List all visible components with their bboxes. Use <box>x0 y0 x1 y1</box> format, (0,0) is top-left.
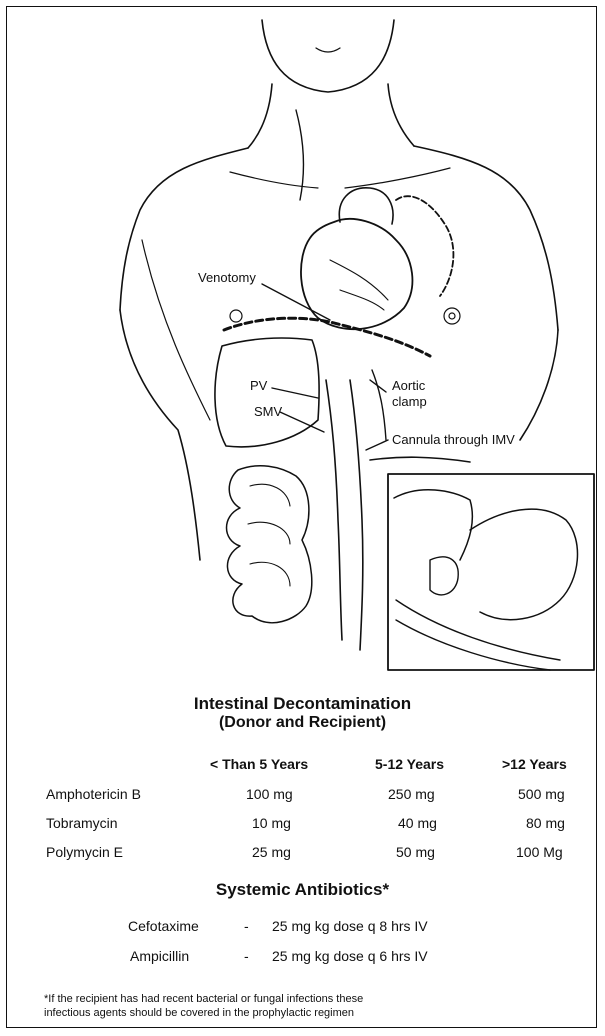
label-cannula: Cannula through IMV <box>392 432 515 447</box>
antibiotic-dash: - <box>244 948 249 964</box>
drug-name: Polymycin E <box>46 844 123 860</box>
antibiotic-name: Ampicillin <box>130 948 189 964</box>
torso-left <box>120 310 200 560</box>
torso-right <box>520 330 558 440</box>
clavicle-right <box>345 168 450 188</box>
label-clamp: clamp <box>392 394 427 409</box>
dose-under-5: 100 mg <box>246 786 293 802</box>
antibiotic-dose: 25 mg kg dose q 8 hrs IV <box>272 918 428 934</box>
col-5-12: 5-12 Years <box>375 756 444 772</box>
decontamination-title: Intestinal Decontamination <box>0 694 605 714</box>
antibiotic-dash: - <box>244 918 249 934</box>
decontamination-subtitle: (Donor and Recipient) <box>0 714 605 732</box>
antibiotic-dose: 25 mg kg dose q 6 hrs IV <box>272 948 428 964</box>
intestines <box>227 466 312 623</box>
nipple-left <box>230 310 242 322</box>
col-under-5: < Than 5 Years <box>210 756 308 772</box>
cannula-tube <box>370 457 470 462</box>
shoulder-right <box>414 146 558 330</box>
leader-pv <box>272 388 318 398</box>
label-venotomy: Venotomy <box>198 270 256 285</box>
dose-over-12: 100 Mg <box>516 844 563 860</box>
dose-5-12: 250 mg <box>388 786 435 802</box>
dose-5-12: 40 mg <box>398 815 437 831</box>
drug-name: Amphotericin B <box>46 786 141 802</box>
antibiotics-title: Systemic Antibiotics* <box>0 880 605 900</box>
dose-under-5: 25 mg <box>252 844 291 860</box>
col-over-12: >12 Years <box>502 756 567 772</box>
dose-over-12: 80 mg <box>526 815 565 831</box>
dose-under-5: 10 mg <box>252 815 291 831</box>
leader-venotomy <box>262 284 330 320</box>
surgical-illustration <box>0 0 605 680</box>
table-row: Polymycin E 25 mg 50 mg 100 Mg <box>0 844 605 866</box>
portal-vein <box>326 380 342 640</box>
label-aortic: Aortic <box>392 378 425 393</box>
label-pv: PV <box>250 378 267 393</box>
inset-box <box>388 474 594 670</box>
leader-cannula <box>366 440 388 450</box>
chin-outline <box>262 20 394 92</box>
vein-right <box>396 196 453 296</box>
mouth <box>316 48 340 52</box>
table-row: Tobramycin 10 mg 40 mg 80 mg <box>0 815 605 837</box>
drug-name: Tobramycin <box>46 815 118 831</box>
aorta-lower <box>372 370 386 440</box>
footnote-line-1: *If the recipient has had recent bacteri… <box>44 992 584 1006</box>
neck-right <box>388 84 414 146</box>
antibiotic-name: Cefotaxime <box>128 918 199 934</box>
nipple-right <box>444 308 460 324</box>
footnote-line-2: infectious agents should be covered in t… <box>44 1006 584 1020</box>
neck-left <box>248 84 272 148</box>
heart-detail <box>330 260 388 310</box>
leader-smv <box>280 412 324 432</box>
table-row: Amphotericin B 100 mg 250 mg 500 mg <box>0 786 605 808</box>
shoulder-left <box>120 148 248 310</box>
dose-5-12: 50 mg <box>396 844 435 860</box>
arm-left <box>142 240 210 420</box>
clavicle-left <box>230 172 318 188</box>
dose-over-12: 500 mg <box>518 786 565 802</box>
smv-vessel <box>350 380 363 650</box>
label-smv: SMV <box>254 404 282 419</box>
